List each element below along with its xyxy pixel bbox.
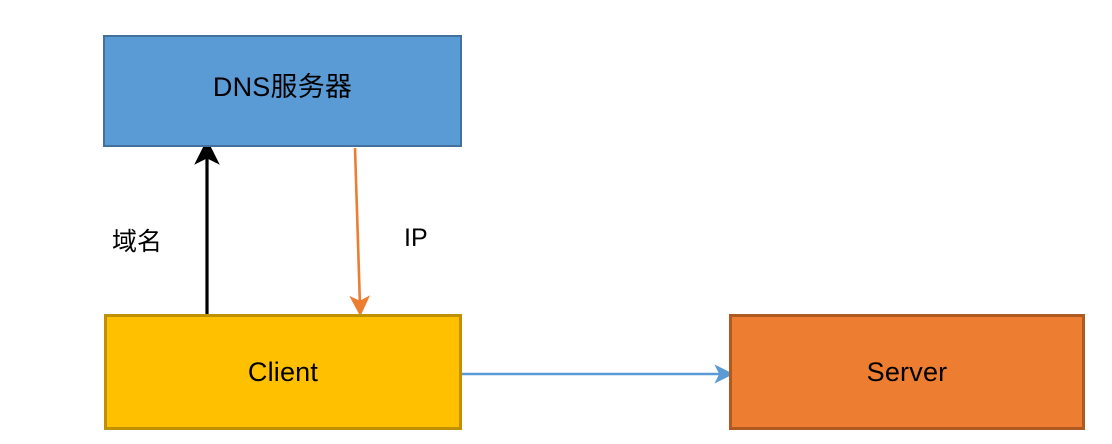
node-server-label: Server <box>866 356 948 387</box>
node-client-label: Client <box>247 356 319 387</box>
edge-label-domain-name: 域名 <box>112 228 163 256</box>
edge-label-ip: IP <box>404 224 428 252</box>
edge-dns-to-client <box>349 147 371 317</box>
node-dns-server-label: DNS服务器 <box>212 72 353 102</box>
node-dns-server[interactable]: DNS服务器 <box>103 35 462 147</box>
node-server[interactable]: Server <box>729 314 1085 430</box>
node-client[interactable]: Client <box>104 314 462 430</box>
